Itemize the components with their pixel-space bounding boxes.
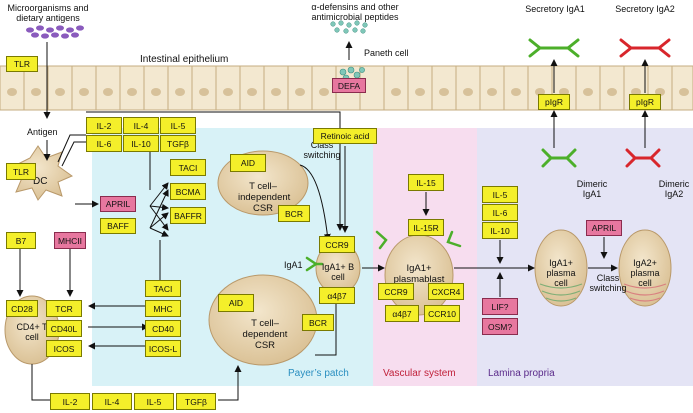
il10-lp-box: IL-10	[482, 222, 518, 239]
dimeric-iga2-label: Dimeric IgA2	[658, 179, 690, 199]
defa-box: DEFA	[332, 78, 366, 93]
il6-lp-box: IL-6	[482, 204, 518, 221]
bcr1-box: BCR	[278, 205, 310, 222]
secretory-iga2-icon	[619, 38, 671, 58]
dc-label: DC	[33, 176, 48, 187]
b7-box: B7	[6, 232, 36, 249]
bcr2-box: BCR	[302, 314, 334, 331]
il10-box: IL-10	[123, 135, 159, 152]
iga1-plasma-cell-label: IgA1+ plasma cell	[546, 258, 576, 288]
ccr10-box: CCR10	[424, 305, 460, 322]
antigen-particles-icon	[26, 25, 84, 39]
class-switching-bottom-label: Class switching	[589, 273, 627, 293]
secretory-iga1-label: Secretory IgA1	[525, 4, 585, 14]
icosl-box: ICOS-L	[145, 340, 181, 357]
cd4-t-cell-label: CD4+ T cell	[16, 322, 48, 342]
t-independent-csr-label: T cell– independent CSR	[238, 181, 291, 214]
bottom-tgfb-box: TGFβ	[176, 393, 216, 410]
tlr-box: TLR	[6, 163, 36, 180]
ccr9-p-box: CCR9	[378, 283, 414, 300]
peptides-icon	[330, 20, 368, 34]
tgfb-box: TGFβ	[160, 135, 196, 152]
bottom-il4-box: IL-4	[92, 393, 132, 410]
paneth-cell-label: Paneth cell	[364, 48, 409, 58]
antigen-label: Antigen	[27, 127, 58, 137]
baff-box: BAFF	[100, 218, 136, 234]
cd40l-box: CD40L	[46, 320, 82, 337]
il6-box: IL-6	[86, 135, 122, 152]
lif-box: LIF?	[482, 298, 518, 315]
il5-box: IL-5	[160, 117, 196, 134]
dimeric-iga1-label: Dimeric IgA1	[576, 179, 608, 199]
secretory-iga1-icon	[528, 38, 580, 58]
class-switching-top-label: Class switching	[303, 140, 341, 160]
cd40-box: CD40	[145, 320, 181, 337]
secretory-iga2-label: Secretory IgA2	[615, 4, 675, 14]
mhc-box: MHC	[145, 300, 181, 317]
il5-lp-box: IL-5	[482, 186, 518, 203]
iga2-plasma-cell-label: IgA2+ plasma cell	[630, 258, 660, 288]
tlr-top-box: TLR	[6, 56, 38, 72]
peyer-patch-label: Payer’s patch	[288, 368, 349, 379]
taci1-box: TACI	[170, 159, 206, 176]
pigr1-box: pIgR	[538, 94, 570, 110]
aid1-box: AID	[230, 154, 266, 172]
a4b7-p-box: α4β7	[385, 305, 419, 322]
a4b7-b-box: α4β7	[319, 287, 355, 304]
dendritic-cell	[7, 145, 74, 201]
april2-box: APRIL	[586, 220, 622, 236]
dimeric-iga1-icon	[541, 148, 577, 168]
tcr-box: TCR	[46, 300, 82, 317]
defensins-label: α-defensins and other antimicrobial pept…	[311, 2, 399, 22]
plasmablast-label: IgA1+ plasmablast	[393, 263, 445, 285]
il15r-box: IL-15R	[408, 219, 444, 236]
cxcr4-box: CXCR4	[428, 283, 464, 300]
taci2-box: TACI	[145, 280, 181, 297]
april1-box: APRIL	[100, 196, 136, 212]
epithelium-cells	[0, 65, 693, 111]
vascular-system-label: Vascular system	[383, 368, 456, 379]
dimeric-iga2-icon	[625, 148, 661, 168]
il15-box: IL-15	[408, 174, 444, 191]
mhcii-box: MHCII	[54, 232, 86, 249]
baffr-box: BAFFR	[170, 207, 206, 224]
lamina-propria-label: Lamina propria	[488, 368, 555, 379]
osm-box: OSM?	[482, 318, 518, 335]
icos-box: ICOS	[46, 340, 82, 357]
bottom-il5-box: IL-5	[134, 393, 174, 410]
aid2-box: AID	[218, 294, 254, 312]
il2-box: IL-2	[86, 117, 122, 134]
microorganisms-label: Microorganisms and dietary antigens	[7, 3, 89, 23]
cd28-box: CD28	[6, 300, 38, 317]
retinoic-acid-box: Retinoic acid	[313, 128, 377, 144]
pigr2-box: pIgR	[629, 94, 661, 110]
ccr9-b-box: CCR9	[319, 236, 355, 253]
bottom-il2-box: IL-2	[50, 393, 90, 410]
epithelium-label: Intestinal epithelium	[140, 54, 229, 65]
t-dependent-csr-label: T cell– dependent CSR	[242, 318, 288, 351]
iga1-receptor-label: IgA1	[284, 260, 303, 270]
b-cell-label: IgA1+ B cell	[321, 262, 355, 282]
il4-box: IL-4	[123, 117, 159, 134]
bcma-box: BCMA	[170, 183, 206, 200]
